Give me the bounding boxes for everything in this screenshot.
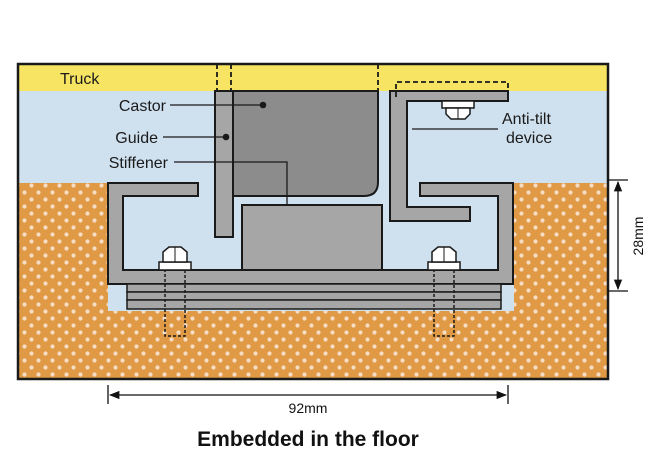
width-dimension xyxy=(107,385,509,404)
guide-label: Guide xyxy=(115,130,158,147)
diagram-frame xyxy=(16,62,610,381)
floor-channel xyxy=(107,182,514,285)
base-plate-3 xyxy=(126,299,502,310)
anti-tilt-bolt xyxy=(441,100,475,120)
leader-lines xyxy=(163,104,498,205)
leader-dots xyxy=(222,101,267,141)
right-anchor-bolt xyxy=(427,246,461,337)
stiffener-label: Stiffener xyxy=(109,155,169,172)
castor-label: Castor xyxy=(119,98,167,115)
diagram-caption: Embedded in the floor xyxy=(197,428,419,451)
anti-tilt-label-line1: Anti-tilt xyxy=(502,111,551,128)
truck-band xyxy=(18,64,608,91)
anti-tilt-label-line2: device xyxy=(506,130,552,147)
base-plate-2 xyxy=(126,291,502,301)
height-dimension-label: 28mm xyxy=(630,217,646,256)
height-dimension xyxy=(608,179,628,292)
truck-label: Truck xyxy=(60,71,100,88)
castor xyxy=(221,90,379,197)
base-plate-1 xyxy=(126,283,502,293)
left-anchor-bolt xyxy=(158,246,192,337)
hidden-edges xyxy=(216,64,509,97)
width-dimension-label: 92mm xyxy=(289,400,328,416)
guide-plate xyxy=(214,90,234,238)
stiffener-block xyxy=(241,204,383,276)
anti-tilt-bracket xyxy=(389,90,509,222)
